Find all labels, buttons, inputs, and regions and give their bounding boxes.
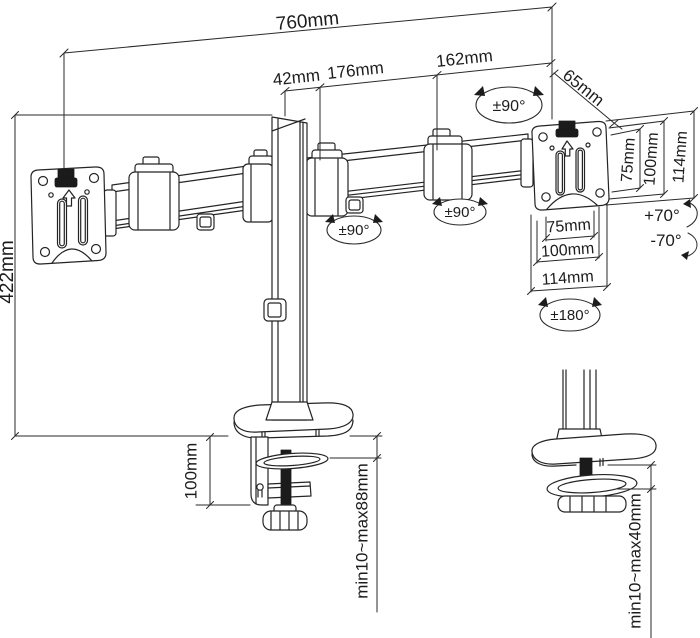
arm-joint-1	[128, 156, 180, 231]
tilt-annotation: +70° -70°	[644, 199, 698, 260]
arm-joint-4	[423, 128, 473, 201]
cable-clip-pole	[263, 298, 287, 322]
dim-label-column-offset: 42mm	[272, 66, 321, 90]
dim-label-grommet-range: min10~max40mm	[625, 493, 644, 629]
clamp-lever-ring	[255, 452, 329, 470]
plate-arch-cutout	[51, 248, 93, 264]
dim-grommet-range: min10~max40mm	[607, 461, 657, 638]
dim-label-vesa-bottom-75: 75mm	[546, 216, 592, 236]
dim-clamp-range: min10~max88mm	[329, 432, 383, 613]
up-arrow-icon	[561, 140, 574, 157]
tilt-down-label: -70°	[650, 231, 681, 250]
pole-foot	[265, 401, 314, 421]
arm-joint-3	[305, 142, 349, 217]
dim-label-arm-outer: 162mm	[435, 46, 493, 71]
arm-joint-2	[242, 149, 274, 223]
cable-clip-left-arm	[196, 213, 215, 231]
dim-head-depth: 65mm	[549, 65, 623, 130]
dim-label-vesa-bottom-114: 114mm	[541, 268, 594, 289]
grommet-base	[531, 433, 657, 465]
dim-label-head-depth: 65mm	[559, 65, 608, 109]
vesa-slot	[575, 147, 586, 193]
right-vesa-plate	[531, 120, 610, 211]
arm-collar-right	[520, 138, 534, 188]
dim-label-column-height: 422mm	[0, 240, 18, 303]
dim-label-vesa-side-75: 75mm	[619, 137, 639, 183]
dim-label-overall-width: 760mm	[275, 8, 340, 35]
head-swivel-annotation: ±90°	[474, 86, 544, 124]
dim-label-vesa-side-114: 114mm	[670, 130, 691, 183]
grommet-nut	[557, 495, 627, 513]
arm-swivel-outer-label: ±90°	[445, 204, 476, 221]
vesa-slot	[555, 150, 566, 196]
dim-vesa-bottom: 75mm 100mm 114mm	[527, 203, 611, 295]
dim-column-height: 422mm	[0, 111, 273, 440]
tilt-down-arrow	[687, 232, 698, 257]
screen-rotation-annotation: ±180°	[538, 297, 602, 332]
arm-swivel-inner-annotation: ±90°	[325, 214, 383, 245]
up-arrow-icon	[62, 189, 76, 207]
dim-clamp-height: 100mm	[181, 433, 251, 509]
clamp-knob	[262, 504, 308, 531]
left-vesa-plate	[30, 166, 107, 265]
tilt-up-label: +70°	[644, 206, 680, 225]
center-pole	[263, 116, 314, 421]
arm-swivel-inner-label: ±90°	[339, 222, 370, 239]
clamp-keyhole	[256, 483, 264, 491]
plate-arch-cutout	[546, 193, 598, 210]
cable-clip-right-arm	[345, 196, 364, 214]
dim-label-vesa-side-100: 100mm	[641, 132, 662, 186]
quick-release-knob	[57, 168, 75, 180]
vesa-slot	[77, 195, 89, 246]
tilt-up-arrow	[686, 202, 698, 228]
dim-label-arm-inner: 176mm	[326, 58, 384, 83]
grommet-view	[531, 369, 657, 513]
dim-label-clamp-range: min10~max88mm	[352, 463, 371, 599]
grommet-lever-ring	[546, 473, 638, 499]
dim-label-clamp-height: 100mm	[181, 443, 200, 500]
dim-label-vesa-bottom-100: 100mm	[540, 240, 594, 261]
desk-clamp	[250, 436, 329, 531]
grommet-pole	[562, 369, 597, 432]
dim-vesa-side: 75mm 100mm 114mm	[605, 107, 698, 206]
screen-rotation-label: ±180°	[550, 307, 589, 324]
head-swivel-label: ±90°	[493, 98, 526, 115]
right-arm	[305, 128, 534, 217]
left-arm	[103, 149, 274, 237]
arm-swivel-outer-annotation: ±90°	[432, 197, 488, 226]
vesa-slot	[56, 198, 68, 249]
